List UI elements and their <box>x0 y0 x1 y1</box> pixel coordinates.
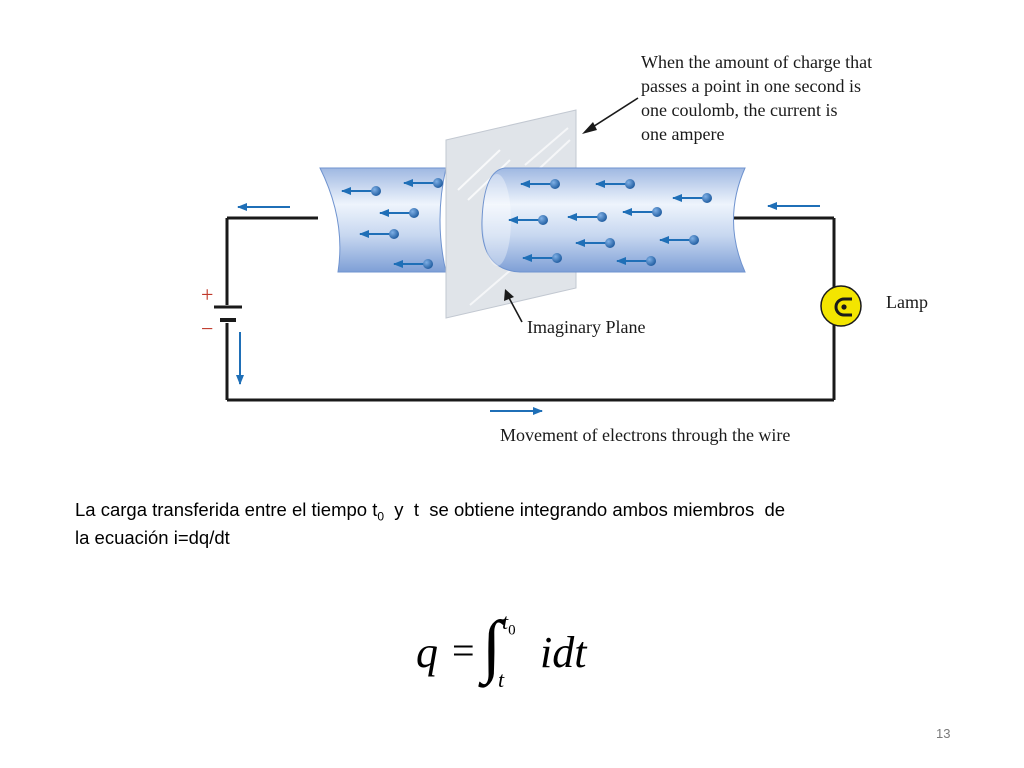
callout-line: When the amount of charge that <box>641 52 873 72</box>
battery-symbol <box>214 305 242 322</box>
electron <box>605 238 615 248</box>
explanation-line-1-start: La carga transferida entre el tiempo t <box>75 499 378 520</box>
callout-line: one coulomb, the current is <box>641 100 838 120</box>
circuit-diagram: + − <box>201 97 862 415</box>
electron <box>409 208 419 218</box>
formula-lhs: q <box>416 628 438 677</box>
integral-upper-limit: t0 <box>502 609 516 639</box>
electron <box>423 259 433 269</box>
electron <box>538 215 548 225</box>
page-number: 13 <box>936 726 951 741</box>
battery-plus-sign: + <box>201 282 213 307</box>
electron-movement-label: Movement of electrons through the wire <box>500 425 791 445</box>
electron <box>646 256 656 266</box>
callout-pointer-arrow <box>582 97 639 134</box>
callout-text: When the amount of charge that passes a … <box>641 50 961 146</box>
explanation-line-2: la ecuación i=dq/dt <box>75 527 230 548</box>
electron <box>702 193 712 203</box>
integral-lower-limit: t <box>498 667 505 692</box>
callout-line: one ampere <box>641 124 725 144</box>
electron <box>550 179 560 189</box>
electron <box>552 253 562 263</box>
electron <box>389 229 399 239</box>
electron <box>689 235 699 245</box>
explanation-line-1-end: y t se obtiene integrando ambos miembros… <box>384 499 786 520</box>
electron <box>371 186 381 196</box>
electrons-right <box>508 179 712 266</box>
upper-limit-var: t <box>502 609 509 634</box>
t0-subscript: 0 <box>377 509 385 524</box>
lamp-label: Lamp <box>886 292 928 312</box>
callout-line: passes a point in one second is <box>641 76 861 96</box>
electron <box>597 212 607 222</box>
explanation-line-1: La carga transferida entre el tiempo t0 … <box>75 496 975 524</box>
integral-sign: ∫ <box>482 608 502 685</box>
lamp-icon <box>820 285 862 327</box>
imaginary-plane-label: Imaginary Plane <box>527 317 646 337</box>
explanation-text: La carga transferida entre el tiempo t0 … <box>75 496 975 552</box>
upper-limit-sub: 0 <box>508 622 516 639</box>
formula-integrand: idt <box>540 628 587 677</box>
electrons-left <box>341 178 443 269</box>
electron <box>433 178 443 188</box>
electron <box>625 179 635 189</box>
electron <box>652 207 662 217</box>
formula-equals: = <box>452 628 475 673</box>
battery-minus-sign: − <box>201 316 213 341</box>
plane-pointer-arrow <box>504 289 523 323</box>
charge-integral-formula: q = ∫ t0 t idt <box>410 605 650 695</box>
